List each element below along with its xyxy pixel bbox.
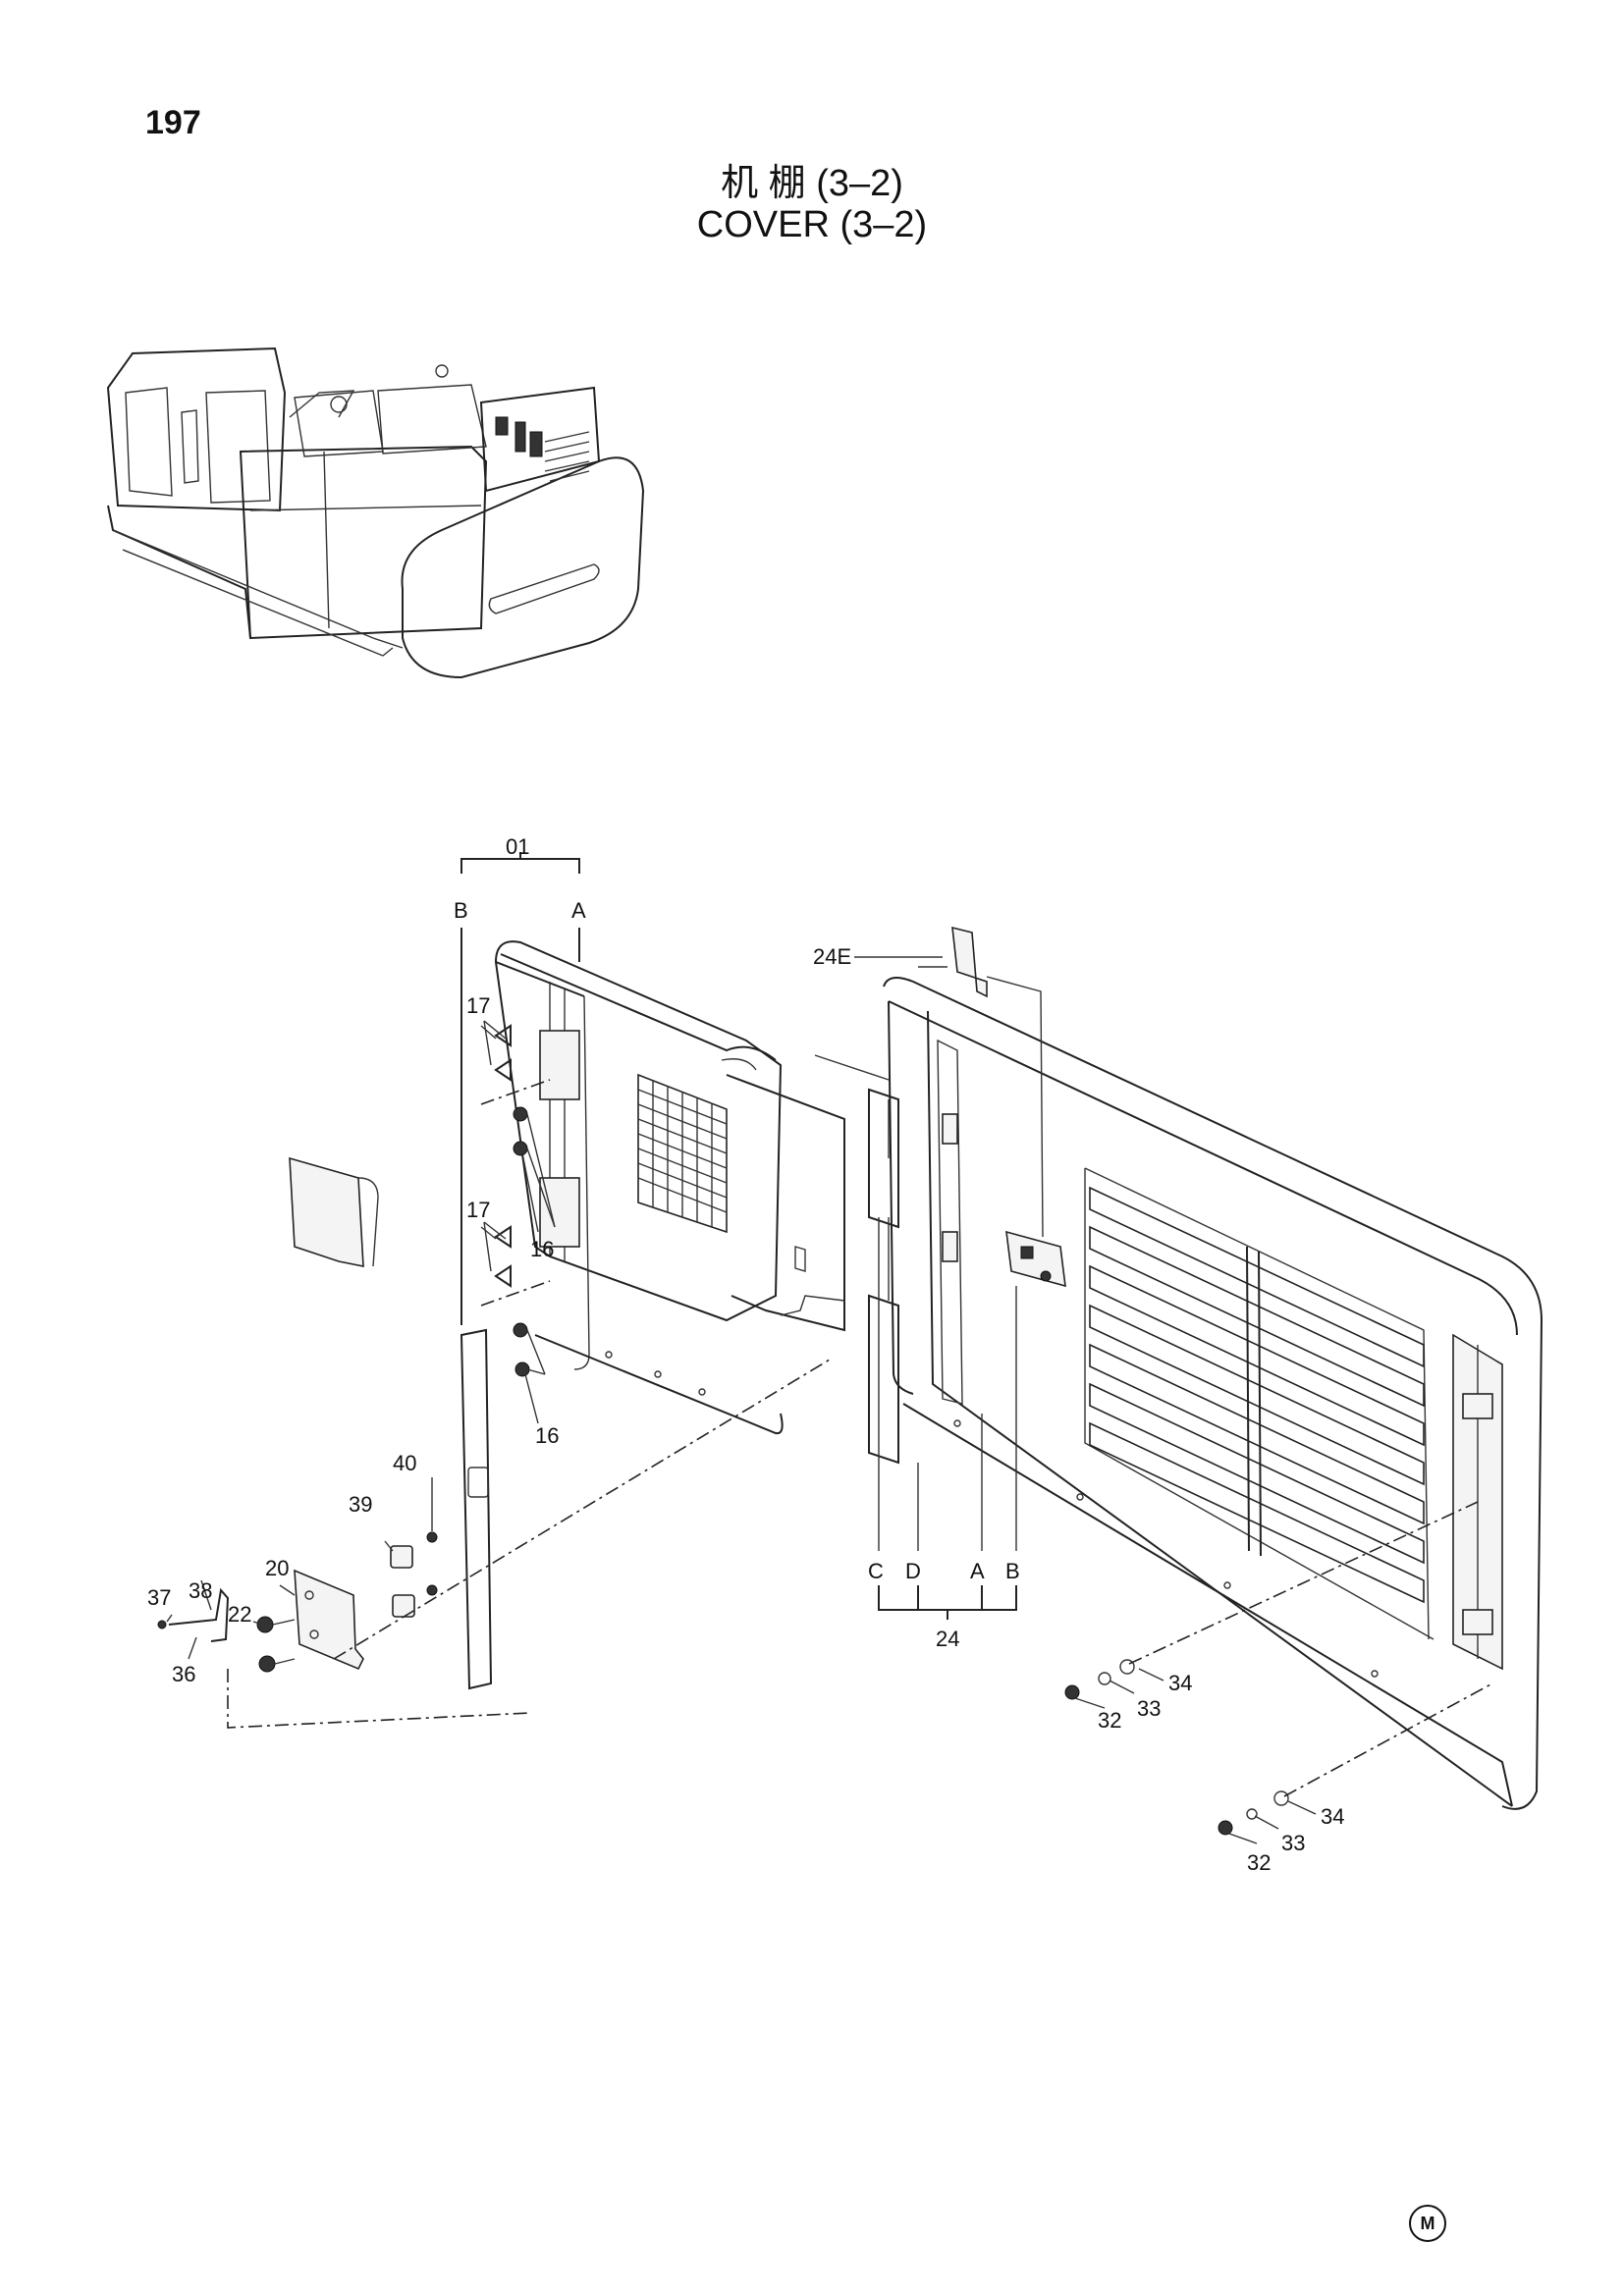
callout-40: 40 xyxy=(393,1451,416,1475)
callout-24E: 24E xyxy=(813,944,851,969)
callout-labels: 01 B A 17 17 16 16 40 39 37 38 20 22 36 … xyxy=(147,834,1344,1875)
callout-22: 22 xyxy=(228,1602,251,1627)
callout-bottom-A: A xyxy=(970,1559,985,1583)
callout-39: 39 xyxy=(349,1492,372,1517)
callout-24: 24 xyxy=(936,1627,959,1651)
clips-17 xyxy=(483,1020,512,1288)
fastener-set-upper xyxy=(1064,1501,1479,1700)
bracket-20 xyxy=(294,1569,364,1671)
callout-33-upper: 33 xyxy=(1137,1696,1161,1721)
right-panel-louvers xyxy=(1089,1186,1425,1604)
latch-assembly xyxy=(1005,1230,1066,1288)
callout-bottom-D: D xyxy=(905,1559,921,1583)
callout-left-A: A xyxy=(571,898,586,923)
title-cn-text: 机 棚 (3–2) xyxy=(721,163,903,204)
right-door-panel-24 xyxy=(883,977,1543,1810)
callout-bottom-B: B xyxy=(1005,1559,1020,1583)
left-door-panel-01 xyxy=(460,852,845,1435)
bolts-16 xyxy=(513,1106,556,1377)
callout-34-upper: 34 xyxy=(1168,1671,1192,1695)
left-panel-grille xyxy=(637,1073,728,1234)
callout-17-lower: 17 xyxy=(466,1198,490,1222)
callout-33-lower: 33 xyxy=(1281,1831,1305,1855)
fastener-set-lower xyxy=(1218,1682,1493,1836)
excavator-overview-illustration xyxy=(106,347,645,679)
callout-17-upper: 17 xyxy=(466,993,490,1018)
page-title-english: COVER (3–2) xyxy=(0,204,1624,246)
seal-strips-24 xyxy=(814,1054,899,1465)
page-number: 197 xyxy=(145,104,201,141)
callout-20: 20 xyxy=(265,1556,289,1580)
callout-32-upper: 32 xyxy=(1098,1708,1121,1733)
callout-01: 01 xyxy=(506,834,529,859)
left-seal-strip xyxy=(460,1328,493,1690)
callout-bottom-C: C xyxy=(868,1559,884,1583)
callout-left-B: B xyxy=(454,898,468,923)
callout-34-lower: 34 xyxy=(1321,1804,1344,1829)
manufacturer-mark: M xyxy=(1409,2205,1446,2242)
latch-rod-assembly xyxy=(157,1156,438,1673)
bracket-24E xyxy=(918,926,1044,1238)
callout-36: 36 xyxy=(172,1662,195,1686)
callout-32-lower: 32 xyxy=(1247,1850,1271,1875)
callout-37: 37 xyxy=(147,1585,171,1610)
callout-38: 38 xyxy=(189,1578,212,1603)
callout-16-lower: 16 xyxy=(535,1423,559,1448)
bracket-24 xyxy=(878,1217,1017,1620)
title-en-text: COVER (3–2) xyxy=(696,204,928,245)
page-title-chinese: 机 棚 (3–2) xyxy=(0,152,1624,206)
callout-leaders xyxy=(166,956,1317,1844)
callout-16-upper: 16 xyxy=(530,1237,554,1261)
